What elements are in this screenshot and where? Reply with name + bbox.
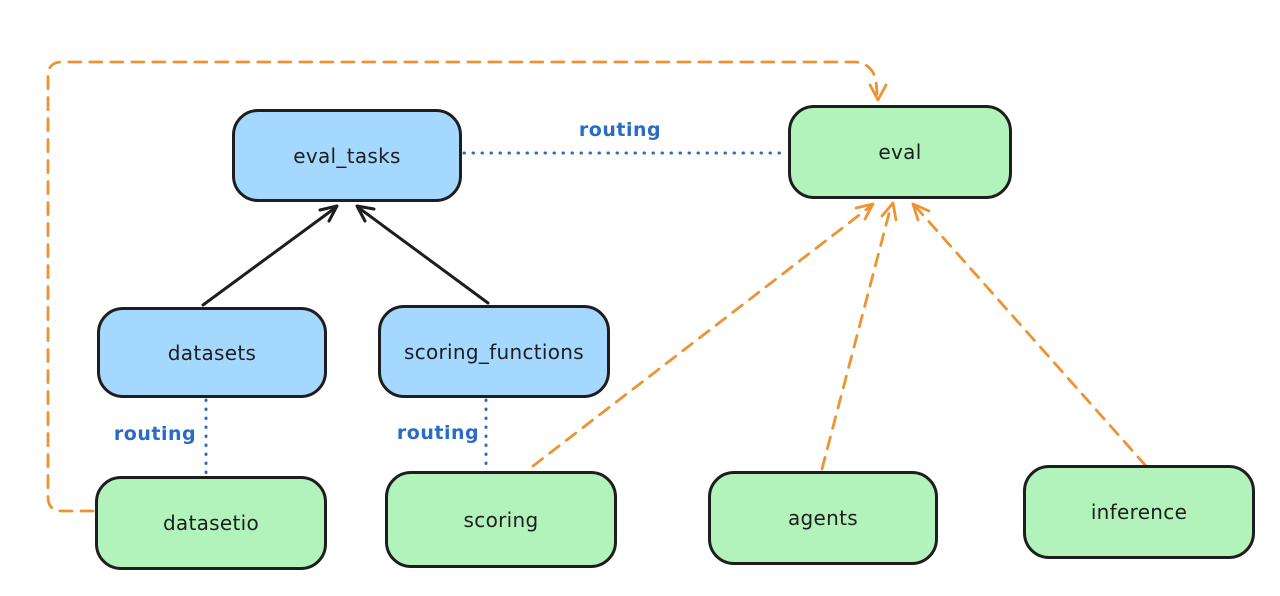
node-eval-tasks: eval_tasks [232, 109, 462, 202]
node-scoring-functions-label: scoring_functions [403, 339, 585, 364]
node-datasetio: datasetio [95, 476, 327, 570]
node-datasetio-label: datasetio [162, 511, 260, 535]
node-scoring: scoring [385, 471, 617, 568]
node-scoring-functions: scoring_functions [378, 305, 610, 398]
node-datasets-label: datasets [167, 340, 257, 365]
routing-label-eval-tasks-eval: routing [578, 119, 662, 141]
node-inference: inference [1023, 465, 1255, 559]
node-agents-label: agents [788, 506, 858, 530]
routing-label-datasets-datasetio: routing [113, 423, 197, 445]
edge-scoring-to-eval [531, 202, 875, 468]
node-eval-label: eval [878, 140, 922, 164]
node-scoring-label: scoring [463, 507, 539, 532]
edge-inference-to-eval [911, 202, 1148, 468]
node-eval-tasks-label: eval_tasks [293, 143, 401, 168]
routing-label-scoring-functions-scoring: routing [396, 422, 480, 444]
edge-scoring-functions-to-eval-tasks [355, 204, 490, 305]
node-eval: eval [788, 105, 1012, 199]
node-datasets: datasets [97, 307, 327, 398]
edge-agents-to-eval [820, 201, 898, 471]
node-inference-label: inference [1090, 500, 1188, 524]
edge-datasets-to-eval-tasks [201, 204, 339, 307]
node-agents: agents [708, 471, 938, 565]
edge-datasetio-to-eval [46, 60, 888, 513]
